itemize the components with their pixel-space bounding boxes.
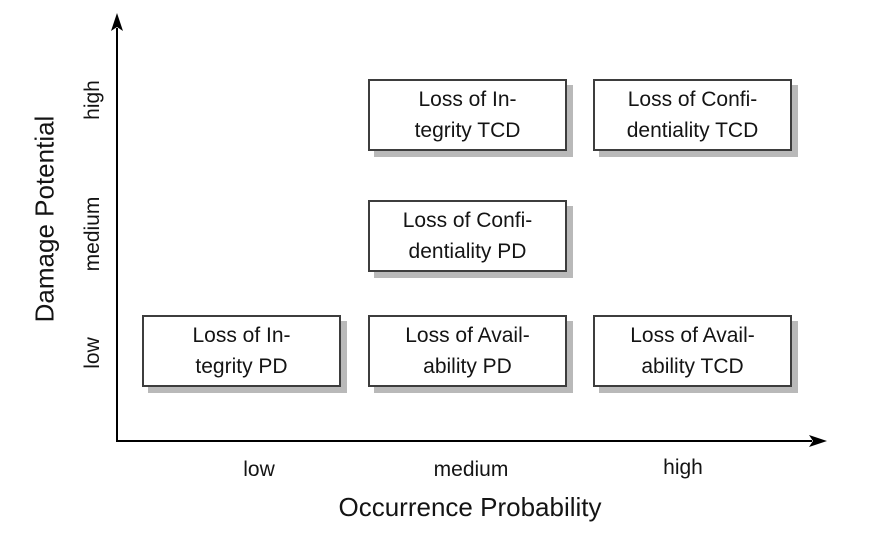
box-label-line: Loss of Avail- xyxy=(405,324,530,347)
box-label-line: dentiality TCD xyxy=(626,119,759,142)
box-label-line: Loss of Confi- xyxy=(627,88,758,111)
x-axis-arrowhead xyxy=(809,435,827,447)
matrix-box: Loss of In-tegrity TCD xyxy=(368,79,567,151)
x-axis-title: Occurrence Probability xyxy=(338,492,602,522)
y-tick-high: high xyxy=(81,80,104,120)
y-tick-low: low xyxy=(81,337,104,369)
x-tick-medium: medium xyxy=(433,458,509,481)
x-tick-high: high xyxy=(663,456,703,479)
y-axis-arrowhead xyxy=(111,13,123,31)
box-label-line: tegrity PD xyxy=(195,355,288,378)
x-tick-low: low xyxy=(243,458,275,481)
box-label-line: Loss of In- xyxy=(418,88,517,111)
box-label-line: ability PD xyxy=(423,355,512,378)
matrix-box: Loss of Confi-dentiality TCD xyxy=(593,79,792,151)
box-label-line: dentiality PD xyxy=(408,240,527,263)
box-label-line: Loss of Confi- xyxy=(402,209,533,232)
box-label-line: tegrity TCD xyxy=(414,119,521,142)
y-axis-title: Damage Potential xyxy=(29,115,60,323)
box-label-line: Loss of Avail- xyxy=(630,324,755,347)
matrix-box: Loss of Avail-ability TCD xyxy=(593,315,792,387)
matrix-box: Loss of In-tegrity PD xyxy=(142,315,341,387)
matrix-box: Loss of Confi-dentiality PD xyxy=(368,200,567,272)
box-label-line: ability TCD xyxy=(641,355,744,378)
matrix-box: Loss of Avail-ability PD xyxy=(368,315,567,387)
box-label-line: Loss of In- xyxy=(192,324,291,347)
y-tick-medium: medium xyxy=(81,196,104,272)
